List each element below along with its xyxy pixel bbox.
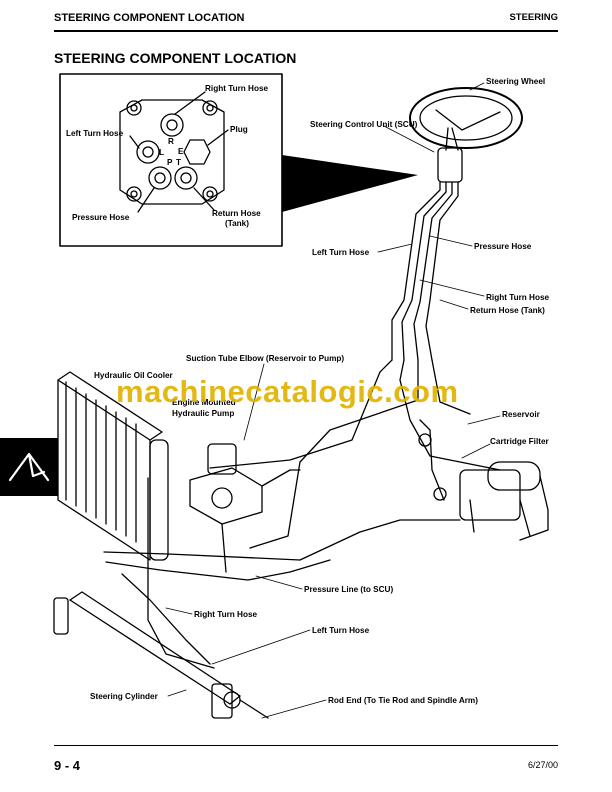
suction-tube-label: Suction Tube Elbow (Reservoir to Pump) — [186, 354, 345, 363]
watermark: machinecatalogic.com — [116, 374, 459, 409]
header-section-title: STEERING COMPONENT LOCATION — [54, 12, 245, 24]
port-letter-r: R — [168, 137, 174, 146]
steering-wheel-art — [409, 87, 523, 183]
page-number: 9 - 4 — [54, 758, 81, 773]
inset-left-turn-hose-label: Left Turn Hose — [66, 129, 124, 138]
right-turn-hose-upper-label: Right Turn Hose — [486, 293, 550, 302]
hydraulic-pump-art — [189, 443, 301, 525]
left-turn-hose-lower-label: Left Turn Hose — [312, 626, 370, 635]
header-chapter: STEERING — [509, 12, 558, 23]
reservoir-filter-art — [418, 419, 549, 541]
page-title: STEERING COMPONENT LOCATION — [54, 50, 297, 66]
pressure-hose-label: Pressure Hose — [474, 242, 532, 251]
scu-label: Steering Control Unit (SCU) — [310, 120, 418, 129]
supply-lines — [103, 477, 461, 669]
zoom-pointer — [282, 155, 418, 212]
engine-mounted-label: Engine Mounted — [172, 398, 236, 407]
column-hoses — [209, 181, 501, 549]
left-turn-hose-upper-label: Left Turn Hose — [312, 248, 370, 257]
oil-cooler-label: Hydraulic Oil Cooler — [94, 371, 173, 380]
inset-plug-label: Plug — [230, 125, 248, 134]
inset-right-turn-hose-label: Right Turn Hose — [205, 84, 269, 93]
right-turn-hose-lower-label: Right Turn Hose — [194, 610, 258, 619]
reservoir-label: Reservoir — [502, 410, 540, 419]
hydraulic-pump-label: Hydraulic Pump — [172, 409, 235, 418]
inset-return-hose-label: Return Hose — [212, 209, 261, 218]
cartridge-filter-label: Cartridge Filter — [490, 437, 549, 446]
steering-cylinder-art — [53, 591, 269, 719]
leader-lines — [165, 82, 501, 719]
scu-port-diagram — [119, 91, 229, 213]
pressure-line-label: Pressure Line (to SCU) — [304, 585, 394, 594]
port-letter-e: E — [178, 147, 184, 156]
return-hose-label: Return Hose (Tank) — [470, 306, 545, 315]
steering-cylinder-label: Steering Cylinder — [90, 692, 158, 701]
section-tab — [0, 438, 58, 496]
inset-pressure-hose-label: Pressure Hose — [72, 213, 130, 222]
steering-section-icon — [8, 452, 50, 482]
rod-end-label: Rod End (To Tie Rod and Spindle Arm) — [328, 696, 478, 705]
port-letter-l: L — [159, 148, 165, 157]
steering-wheel-label: Steering Wheel — [486, 77, 546, 86]
page-footer: 9 - 4 6/27/00 — [54, 745, 558, 776]
page-header: STEERING COMPONENT LOCATION STEERING — [54, 10, 558, 32]
port-letter-p: P — [167, 158, 173, 167]
revision-date: 6/27/00 — [527, 760, 558, 770]
oil-cooler-art — [57, 371, 169, 561]
port-letter-t: T — [176, 158, 182, 167]
inset-return-tank-label: (Tank) — [225, 219, 249, 228]
